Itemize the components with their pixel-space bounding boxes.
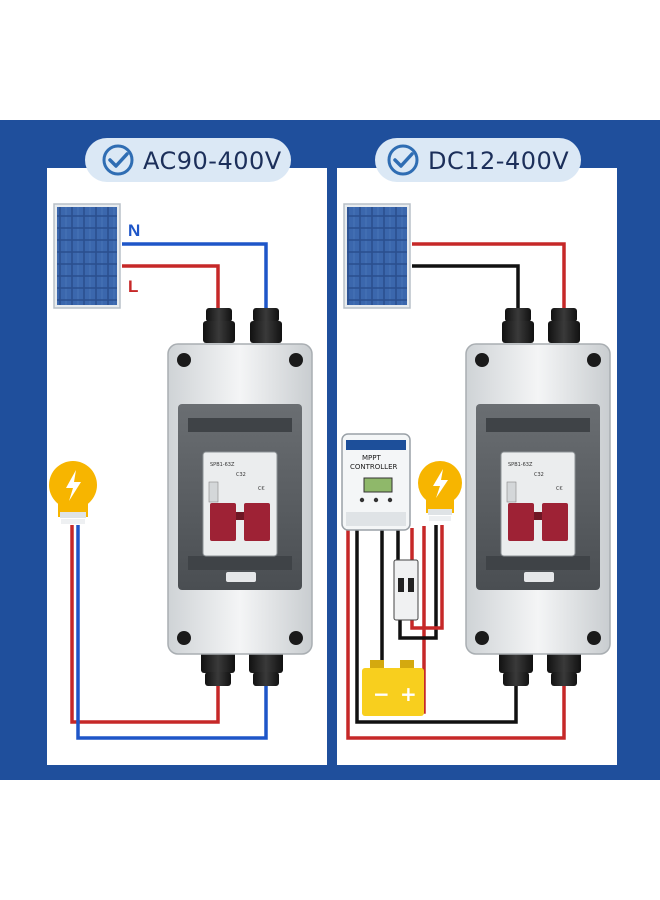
dc-mini-breaker [393,559,419,621]
left-breaker-model: SPB1-63Z [210,462,235,468]
left-bulb-icon [49,461,97,524]
right-breaker-rating: C32 [534,472,544,478]
right-bottom-gland-red [547,651,581,686]
right-panel: DC12-400V MPPT CONTROLLER [337,138,617,765]
left-bottom-gland-red [201,651,235,686]
battery-minus: − [373,682,390,706]
right-breaker: SPB1-63Z C32 C€ [500,451,576,557]
right-solar-panel [343,203,411,309]
right-title: DC12-400V [428,147,569,175]
right-check-icon [387,144,419,176]
left-title-pill: AC90-400V [85,138,291,182]
left-top-gland-red [203,308,235,343]
right-bulb-icon [418,461,462,521]
battery-icon: − + [362,660,424,716]
right-pv-black-wire [412,264,520,312]
left-title: AC90-400V [143,147,282,175]
left-out-red-wire [70,525,220,724]
left-wires [70,242,268,740]
right-load-black-wire [398,525,438,640]
right-out-red-wire [346,526,566,740]
right-breaker-mark: C€ [556,486,563,492]
right-bottom-gland-black [499,651,533,686]
left-check-icon [102,144,134,176]
left-l-wire [122,264,220,312]
right-top-gland-red [548,308,580,343]
right-title-pill: DC12-400V [375,138,581,182]
left-top-gland-blue [250,308,282,343]
left-breaker-mark: C€ [258,486,265,492]
right-load-red-wire [410,525,444,630]
left-enclosure: SPB1-63Z C32 C€ [167,308,313,686]
left-l-label: L [128,277,138,296]
left-n-label: N [128,221,140,240]
mppt-controller: MPPT CONTROLLER [341,433,411,531]
left-n-wire [122,242,268,312]
right-pv-red-wire [412,242,566,312]
battery-plus: + [400,682,417,706]
left-breaker: SPB1-63Z C32 C€ [202,451,278,557]
mppt-label: MPPT [362,454,381,462]
controller-label: CONTROLLER [350,463,398,471]
right-enclosure: SPB1-63Z C32 C€ [465,308,611,686]
right-top-gland-black [502,308,534,343]
left-panel: AC90-400V N L [47,138,327,765]
left-bottom-gland-blue [249,651,283,686]
left-out-blue-wire [76,525,268,740]
right-out-black-wire [355,526,518,724]
left-solar-panel [53,203,121,309]
left-breaker-rating: C32 [236,472,246,478]
right-breaker-model: SPB1-63Z [508,462,533,468]
